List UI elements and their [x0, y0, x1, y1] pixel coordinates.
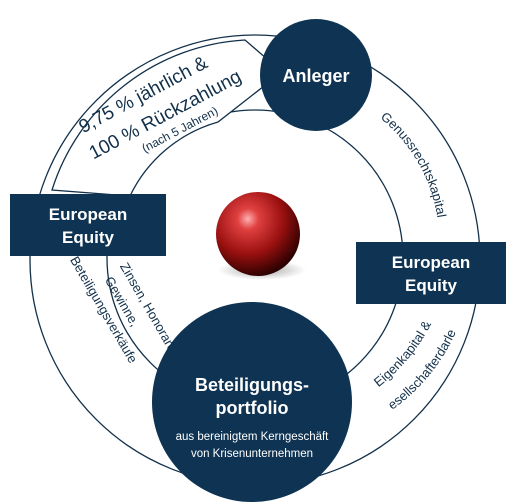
- flow-genussrechtskapital: Genussrechtskapital: [378, 109, 449, 219]
- callout-arrow: [51, 39, 284, 197]
- european-equity-left-line2: Equity: [62, 228, 114, 247]
- european-equity-right-line1: European: [392, 253, 470, 272]
- anleger-node: [260, 19, 372, 131]
- portfolio-title-line2: portfolio: [216, 398, 289, 418]
- beteiligungsportfolio-node: [152, 302, 352, 502]
- european-equity-right-line2: Equity: [405, 276, 457, 295]
- portfolio-sub-line2: von Krisenunternehmen: [191, 448, 313, 460]
- red-sphere-icon: [216, 192, 300, 276]
- european-equity-left-line1: European: [49, 205, 127, 224]
- anleger-label: Anleger: [282, 66, 349, 86]
- portfolio-title-line1: Beteiligungs-: [195, 375, 309, 395]
- european-equity-left-box: [10, 194, 166, 256]
- european-equity-right-box: [356, 242, 506, 304]
- portfolio-sub-line1: aus bereinigtem Kerngeschäft: [176, 431, 330, 443]
